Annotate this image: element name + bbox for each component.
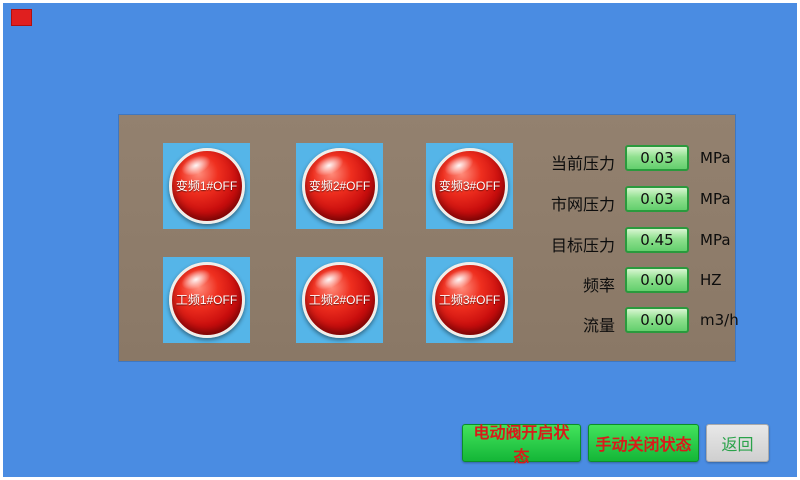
pump-button-vfd1[interactable]: 变频1#OFF <box>168 148 245 224</box>
pump-button-label: 变频1#OFF <box>175 179 238 193</box>
reading-unit-target-pressure: MPa <box>700 231 731 249</box>
reading-value-current-pressure: 0.03 <box>625 145 689 171</box>
reading-value-target-pressure: 0.45 <box>625 227 689 253</box>
reading-unit-mains-pressure: MPa <box>700 190 731 208</box>
reading-value-frequency: 0.00 <box>625 267 689 293</box>
pump-tile: 工频3#OFF <box>426 257 513 343</box>
reading-label-mains-pressure: 市网压力 <box>550 195 615 214</box>
pump-tile: 工频2#OFF <box>296 257 383 343</box>
reading-unit-flow: m3/h <box>700 311 739 329</box>
reading-label-current-pressure: 当前压力 <box>550 154 615 173</box>
reading-unit-current-pressure: MPa <box>700 149 731 167</box>
pump-tile: 工频1#OFF <box>163 257 250 343</box>
pump-button-label: 工频3#OFF <box>438 293 501 307</box>
pump-button-pf1[interactable]: 工频1#OFF <box>168 262 245 338</box>
reading-unit-frequency: HZ <box>700 271 722 289</box>
pump-button-vfd2[interactable]: 变频2#OFF <box>301 148 378 224</box>
pump-tile: 变频1#OFF <box>163 143 250 229</box>
pump-tile: 变频3#OFF <box>426 143 513 229</box>
pump-button-label: 变频3#OFF <box>438 179 501 193</box>
valve-status-button[interactable]: 电动阀开启状态 <box>462 423 581 466</box>
corner-status-indicator <box>11 9 32 26</box>
pump-button-label: 工频1#OFF <box>175 293 238 307</box>
pump-button-label: 变频2#OFF <box>308 179 371 193</box>
pump-button-pf3[interactable]: 工频3#OFF <box>431 262 508 338</box>
return-button[interactable]: 返回 <box>706 424 769 462</box>
manual-status-button[interactable]: 手动关闭状态 <box>588 424 699 462</box>
pump-button-vfd3[interactable]: 变频3#OFF <box>431 148 508 224</box>
reading-label-frequency: 频率 <box>582 276 615 295</box>
reading-label-target-pressure: 目标压力 <box>550 236 615 255</box>
reading-value-flow: 0.00 <box>625 307 689 333</box>
pump-control-panel: 变频1#OFF 变频2#OFF 变频3#OFF 工频1#OFF 工频2#OFF <box>119 115 739 361</box>
pump-tile: 变频2#OFF <box>296 143 383 229</box>
reading-value-mains-pressure: 0.03 <box>625 186 689 212</box>
pump-button-pf2[interactable]: 工频2#OFF <box>301 262 378 338</box>
pump-button-label: 工频2#OFF <box>308 293 371 307</box>
reading-label-flow: 流量 <box>582 316 615 335</box>
